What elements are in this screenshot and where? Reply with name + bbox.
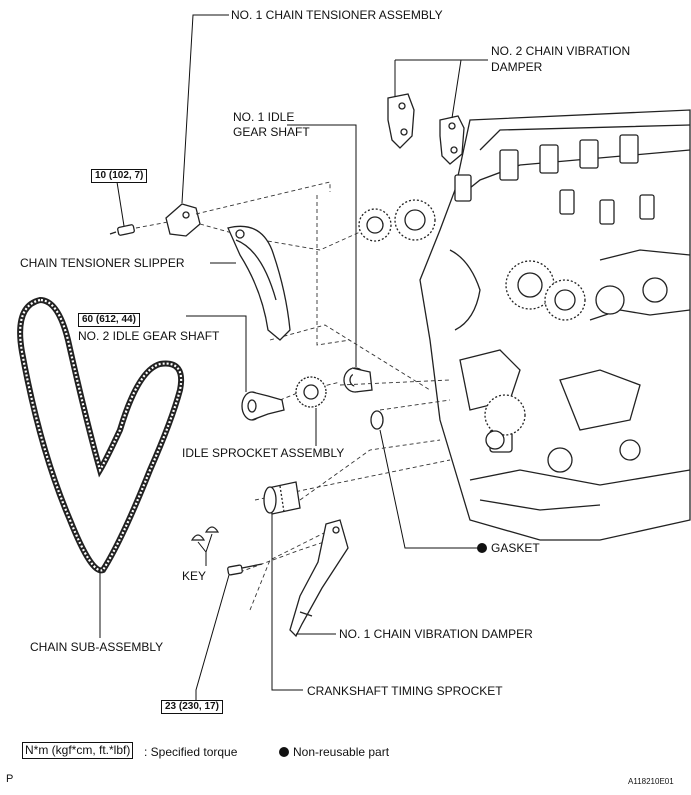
damper2-parts <box>387 93 465 165</box>
tensioner-slipper <box>227 225 291 341</box>
label-slipper: CHAIN TENSIONER SLIPPER <box>20 256 185 270</box>
label-crank-sprocket: CRANKSHAFT TIMING SPROCKET <box>307 684 503 698</box>
idle-gear-shaft-1 <box>343 367 373 393</box>
key-parts <box>190 526 220 541</box>
engine-block <box>419 109 691 541</box>
camshaft-sprockets <box>358 199 586 450</box>
damper1-part <box>289 519 349 638</box>
label-idle-shaft1-line2: GEAR SHAFT <box>233 125 310 139</box>
label-tensioner: NO. 1 CHAIN TENSIONER ASSEMBLY <box>231 8 443 22</box>
label-idle-shaft2: NO. 2 IDLE GEAR SHAFT <box>78 329 220 343</box>
label-idle-sprocket: IDLE SPROCKET ASSEMBLY <box>182 446 345 460</box>
corner-mark: P <box>6 773 14 785</box>
damper1-bolt <box>227 563 263 576</box>
idle-gear-shaft-2 <box>241 391 285 421</box>
figure-id: A118210E01 <box>628 777 674 786</box>
legend-torque-text: : Specified torque <box>144 745 238 759</box>
label-gasket: GASKET <box>477 541 540 555</box>
torque-idle-shaft2: 60 (612, 44) <box>78 313 140 327</box>
torque-damper1-bolt: 23 (230, 17) <box>161 700 223 714</box>
label-damper2-line2: DAMPER <box>491 60 543 74</box>
label-damper1: NO. 1 CHAIN VIBRATION DAMPER <box>339 627 533 641</box>
nonreusable-dot-icon <box>477 543 487 553</box>
legend-nonreusable: Non-reusable part <box>279 745 389 759</box>
timing-chain <box>17 296 184 574</box>
idle-sprocket <box>295 376 327 408</box>
legend-torque-unit: N*m (kgf*cm, ft.*lbf) <box>22 742 134 759</box>
label-chain: CHAIN SUB-ASSEMBLY <box>30 640 164 654</box>
legend-dot-icon <box>279 747 289 757</box>
gasket-ring <box>370 410 384 430</box>
torque-tensioner-bolt: 10 (102, 7) <box>91 169 148 183</box>
label-idle-shaft1-line1: NO. 1 IDLE <box>233 110 295 124</box>
label-key: KEY <box>182 569 207 583</box>
alignment-lines <box>135 181 451 611</box>
label-damper2-line1: NO. 2 CHAIN VIBRATION <box>491 44 631 58</box>
crankshaft-sprocket <box>263 481 301 515</box>
